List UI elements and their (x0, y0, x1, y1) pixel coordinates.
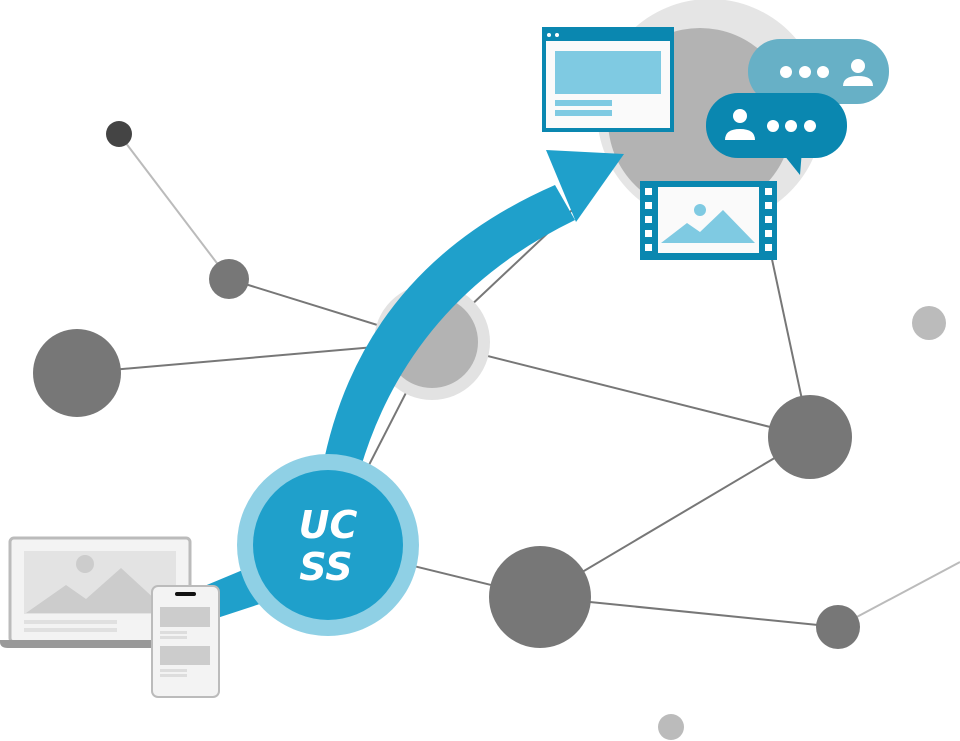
node (106, 121, 132, 147)
chat-bubble-icon (706, 39, 889, 175)
logo-line-1: UC (299, 503, 358, 547)
ucss-logo: UC SS (237, 454, 419, 636)
phone-icon (151, 585, 220, 698)
edge (539, 436, 811, 598)
node (33, 329, 121, 417)
node (816, 605, 860, 649)
edge (837, 561, 960, 628)
node (658, 714, 684, 740)
logo-line-2: SS (299, 545, 352, 589)
node (209, 259, 249, 299)
laptop-icon (0, 536, 192, 648)
node (489, 546, 591, 648)
edge (118, 133, 230, 280)
video-icon (640, 181, 777, 260)
node (912, 306, 946, 340)
node (768, 395, 852, 479)
edge (431, 341, 811, 438)
browser-window-icon (542, 27, 674, 132)
